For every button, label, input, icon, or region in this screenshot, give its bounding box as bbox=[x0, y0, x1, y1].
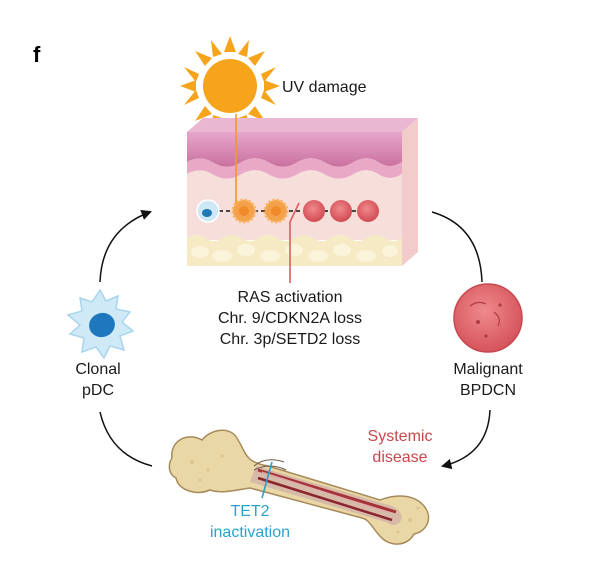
malignant-cell bbox=[303, 200, 325, 222]
malignant-bpdcn-cell-icon bbox=[453, 283, 523, 353]
arrow-pdc-to-skin bbox=[99, 210, 152, 283]
pdc-cell-in-skin bbox=[196, 199, 220, 223]
systemic-label: Systemic bbox=[368, 428, 433, 445]
uv-damage-label: UV damage bbox=[282, 79, 367, 96]
mutation-line bbox=[289, 202, 300, 283]
clonal-pdc-cell-icon bbox=[66, 288, 135, 360]
transitional-cell bbox=[263, 198, 289, 224]
panel-letter: f bbox=[33, 42, 41, 67]
tet2-pointer-line bbox=[261, 461, 273, 499]
arrow-malignant-to-bone bbox=[440, 409, 491, 470]
disease-label: disease bbox=[372, 449, 427, 466]
tet2-label: TET2 bbox=[230, 503, 269, 520]
transitional-cell bbox=[231, 198, 257, 224]
arrow-bone-to-pdc bbox=[99, 411, 153, 467]
arrow-skin-to-malignant bbox=[431, 211, 483, 283]
malignant-cell bbox=[330, 200, 352, 222]
bpdcn-label: BPDCN bbox=[460, 382, 516, 399]
pdc-label: pDC bbox=[82, 382, 114, 399]
malignant-label: Malignant bbox=[453, 361, 523, 378]
inactivation-label: inactivation bbox=[210, 524, 290, 541]
clonal-label: Clonal bbox=[75, 361, 120, 378]
mutation-line-1: RAS activation bbox=[238, 289, 343, 306]
skin-tissue bbox=[187, 118, 418, 266]
mutation-line-2: Chr. 9/CDKN2A loss bbox=[218, 310, 362, 327]
malignant-cell bbox=[357, 200, 379, 222]
bone-icon bbox=[168, 429, 430, 545]
mutation-line-3: Chr. 3p/SETD2 loss bbox=[220, 331, 361, 348]
